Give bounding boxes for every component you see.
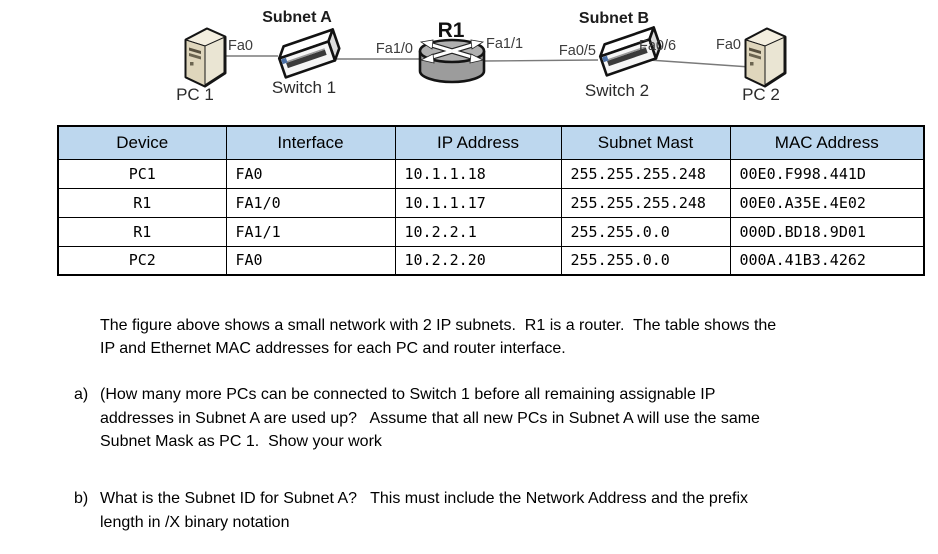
cell-mask: 255.255.255.248 — [560, 158, 731, 189]
question-a: a) (How many more PCs can be connected t… — [74, 383, 760, 454]
cell-ip: 10.2.2.20 — [394, 245, 562, 276]
cell-interface: FA1/0 — [225, 187, 396, 218]
cell-ip: 10.2.2.1 — [394, 216, 562, 247]
cell-mac: 000A.41B3.4262 — [729, 245, 925, 276]
table-header-row: Device Interface IP Address Subnet Mast … — [57, 125, 925, 160]
pc1-icon — [184, 27, 227, 88]
question-b-marker: b) — [74, 490, 89, 507]
question-a-text: (How many more PCs can be connected to S… — [100, 386, 760, 450]
cell-device: PC1 — [57, 158, 227, 189]
r1-left-port-label: Fa1/0 — [376, 41, 413, 57]
switch2-right-port-label: Fa0/6 — [639, 38, 676, 54]
question-a-marker: a) — [74, 386, 89, 403]
cell-mac: 00E0.F998.441D — [729, 158, 925, 189]
cell-mask: 255.255.255.248 — [560, 187, 731, 218]
pc1-label: PC 1 — [176, 85, 214, 104]
header-subnet-mask: Subnet Mast — [560, 125, 731, 160]
subnet-b-label: Subnet B — [579, 10, 649, 27]
cell-interface: FA0 — [225, 245, 396, 276]
question-b-text: What is the Subnet ID for Subnet A? This… — [100, 490, 749, 531]
cell-ip: 10.1.1.18 — [394, 158, 562, 189]
cell-mac: 000D.BD18.9D01 — [729, 216, 925, 247]
table-row: R1 FA1/0 10.1.1.17 255.255.255.248 00E0.… — [57, 187, 925, 218]
pc2-label: PC 2 — [742, 85, 780, 104]
cell-mask: 255.255.0.0 — [560, 216, 731, 247]
wire-switch2-pc2 — [648, 59, 751, 68]
question-b: b) What is the Subnet ID for Subnet A? T… — [74, 487, 748, 534]
cell-interface: FA1/1 — [225, 216, 396, 247]
network-diagram: Subnet A R1 Subnet B PC 1 Switch 1 Switc… — [176, 9, 787, 104]
intro-paragraph: The figure above shows a small network w… — [100, 317, 777, 357]
router-icon — [418, 38, 486, 84]
header-mac-address: MAC Address — [729, 125, 925, 160]
r1-right-port-label: Fa1/1 — [486, 36, 523, 52]
switch1-icon — [274, 28, 344, 79]
cell-interface: FA0 — [225, 158, 396, 189]
cell-mac: 00E0.A35E.4E02 — [729, 187, 925, 218]
cell-device: PC2 — [57, 245, 227, 276]
table-row: R1 FA1/1 10.2.2.1 255.255.0.0 000D.BD18.… — [57, 216, 925, 247]
header-device: Device — [57, 125, 227, 160]
router-r1-label: R1 — [438, 19, 465, 42]
router-arrows-icon — [419, 39, 485, 64]
header-interface: Interface — [225, 125, 396, 160]
cell-device: R1 — [57, 187, 227, 218]
header-ip-address: IP Address — [394, 125, 562, 160]
switch2-label: Switch 2 — [585, 81, 649, 100]
subnet-a-label: Subnet A — [262, 9, 332, 26]
cell-device: R1 — [57, 216, 227, 247]
cell-mask: 255.255.0.0 — [560, 245, 731, 276]
table-row: PC2 FA0 10.2.2.20 255.255.0.0 000A.41B3.… — [57, 245, 925, 276]
pc2-icon — [744, 27, 787, 88]
switch2-left-port-label: Fa0/5 — [559, 43, 596, 59]
pc2-port-label: Fa0 — [716, 37, 741, 53]
cell-ip: 10.1.1.17 — [394, 187, 562, 218]
wire-router-switch2 — [483, 59, 599, 62]
table-row: PC1 FA0 10.1.1.18 255.255.255.248 00E0.F… — [57, 158, 925, 189]
pc1-port-label: Fa0 — [228, 38, 253, 54]
switch1-label: Switch 1 — [272, 78, 336, 97]
address-table: Device Interface IP Address Subnet Mast … — [57, 125, 925, 276]
